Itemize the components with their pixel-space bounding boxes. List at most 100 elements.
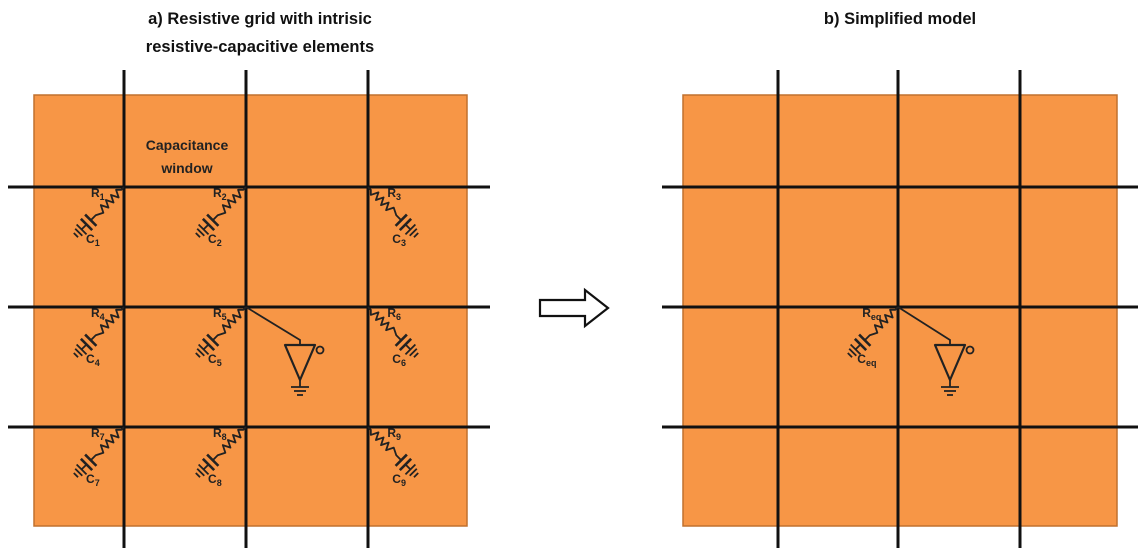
capacitor-lead [202,223,210,231]
buffer-icon [897,306,975,396]
capacitor-plate [206,213,220,227]
buffer-wire [897,306,951,345]
ground-icon [74,228,83,237]
ground-icon [73,352,79,358]
resistor-icon [367,306,402,341]
capacitor-plate [394,333,408,347]
capacitor-lead [854,343,862,351]
resistor-icon [90,186,125,221]
panel-a-title-line1: a) Resistive grid with intrisic [148,10,372,28]
capacitor-label-subscript: 2 [217,238,222,248]
capacitor-label-subscript: 3 [401,238,406,248]
capacitor-lead [404,343,412,351]
capacitor-plate [206,453,220,467]
resistor-label-subscript: 8 [222,432,227,442]
buffer-icon [245,306,325,396]
resistor-label-subscript: eq [871,312,882,322]
capacitor-plate [84,213,98,227]
capacitor-plate [858,333,872,347]
resistor-icon [90,426,125,461]
capacitor-plate [394,453,408,467]
capacitor-label-subscript: 6 [401,358,406,368]
resistor-label-subscript: 3 [396,192,401,202]
panel-a-title: a) Resistive grid with intrisic resistiv… [90,5,430,61]
ground-icon [413,472,419,478]
resistor-icon [864,306,899,341]
ground-icon [197,463,210,476]
capacitor-plate [84,453,98,467]
resistor-label-subscript: 6 [396,312,401,322]
ground-icon [409,468,418,477]
window-label: Capacitance window [146,137,229,176]
ground-icon [849,343,862,356]
ground-icon [413,232,419,238]
panel-a-title-line2: resistive-capacitive elements [145,38,375,56]
buffer-output-bubble [965,345,975,355]
resistor-icon [212,186,247,221]
window-label-line1: Capacitance [146,137,229,153]
ground-icon [74,348,83,357]
capacitor-lead [202,343,210,351]
ground-icon [75,343,88,356]
ground-icon [195,232,201,238]
panel-b-grid [662,70,1138,548]
resistor-label-subscript: 4 [100,312,105,322]
panel-b-title: b) Simplified model [823,10,977,28]
capacitor-label-subscript: 7 [95,478,100,488]
panel-a-grid [8,70,490,548]
ground-icon [196,228,205,237]
ground-icon [75,463,88,476]
resistor-icon [90,306,125,341]
capacitor-lead [404,463,412,471]
resistor-icon [212,306,247,341]
ground-icon [404,343,417,356]
capacitor-label-subscript: eq [866,358,877,368]
capacitor-label-subscript: 5 [217,358,222,368]
capacitor-plate [84,333,98,347]
capacitor-label-subscript: 1 [95,238,100,248]
ground-icon [413,352,419,358]
ground-icon [196,348,205,357]
ground-icon [847,352,853,358]
ground-icon [75,223,88,236]
buffer-triangle [283,343,317,382]
resistor-label-subscript: 5 [222,312,227,322]
resistor-label-subscript: 9 [396,432,401,442]
buffer-triangle [933,343,967,382]
ground-icon [195,352,201,358]
capacitor-label-subscript: 8 [217,478,222,488]
resistor-label-subscript: 1 [100,192,105,202]
ground-icon [74,468,83,477]
resistor-label-subscript: 7 [100,432,105,442]
ground-icon [196,468,205,477]
window-label-line2: window [160,160,212,176]
resistor-label-subscript: 2 [222,192,227,202]
resistor-icon [212,426,247,461]
capacitor-lead [404,223,412,231]
ground-icon [404,463,417,476]
panel-b-plate [682,94,1118,527]
capacitor-lead [202,463,210,471]
buffer-output-bubble [315,345,325,355]
capacitor-lead [80,463,88,471]
capacitor-lead [80,343,88,351]
ground-icon [409,348,418,357]
ground-icon [404,223,417,236]
ground-icon [73,472,79,478]
ground-icon [197,343,210,356]
capacitor-plate [206,333,220,347]
resistor-icon [367,426,402,461]
ground-icon [848,348,857,357]
capacitor-label-subscript: 9 [401,478,406,488]
right-arrow-icon [538,287,610,329]
buffer-wire [245,306,301,345]
resistor-icon [367,186,402,221]
ground-icon [73,232,79,238]
capacitor-plate [394,213,408,227]
ground-icon [195,472,201,478]
capacitor-lead [80,223,88,231]
